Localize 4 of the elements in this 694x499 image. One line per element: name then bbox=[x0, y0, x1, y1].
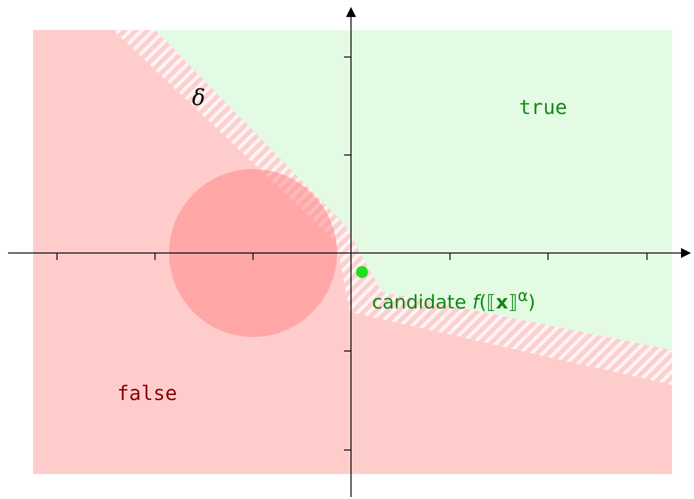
candidate-label: candidate f(⟦x⟧$^{α}$) bbox=[372, 286, 536, 314]
region-label: true bbox=[519, 95, 568, 119]
region-label: false bbox=[117, 381, 178, 405]
delta-label: δ bbox=[192, 86, 206, 111]
